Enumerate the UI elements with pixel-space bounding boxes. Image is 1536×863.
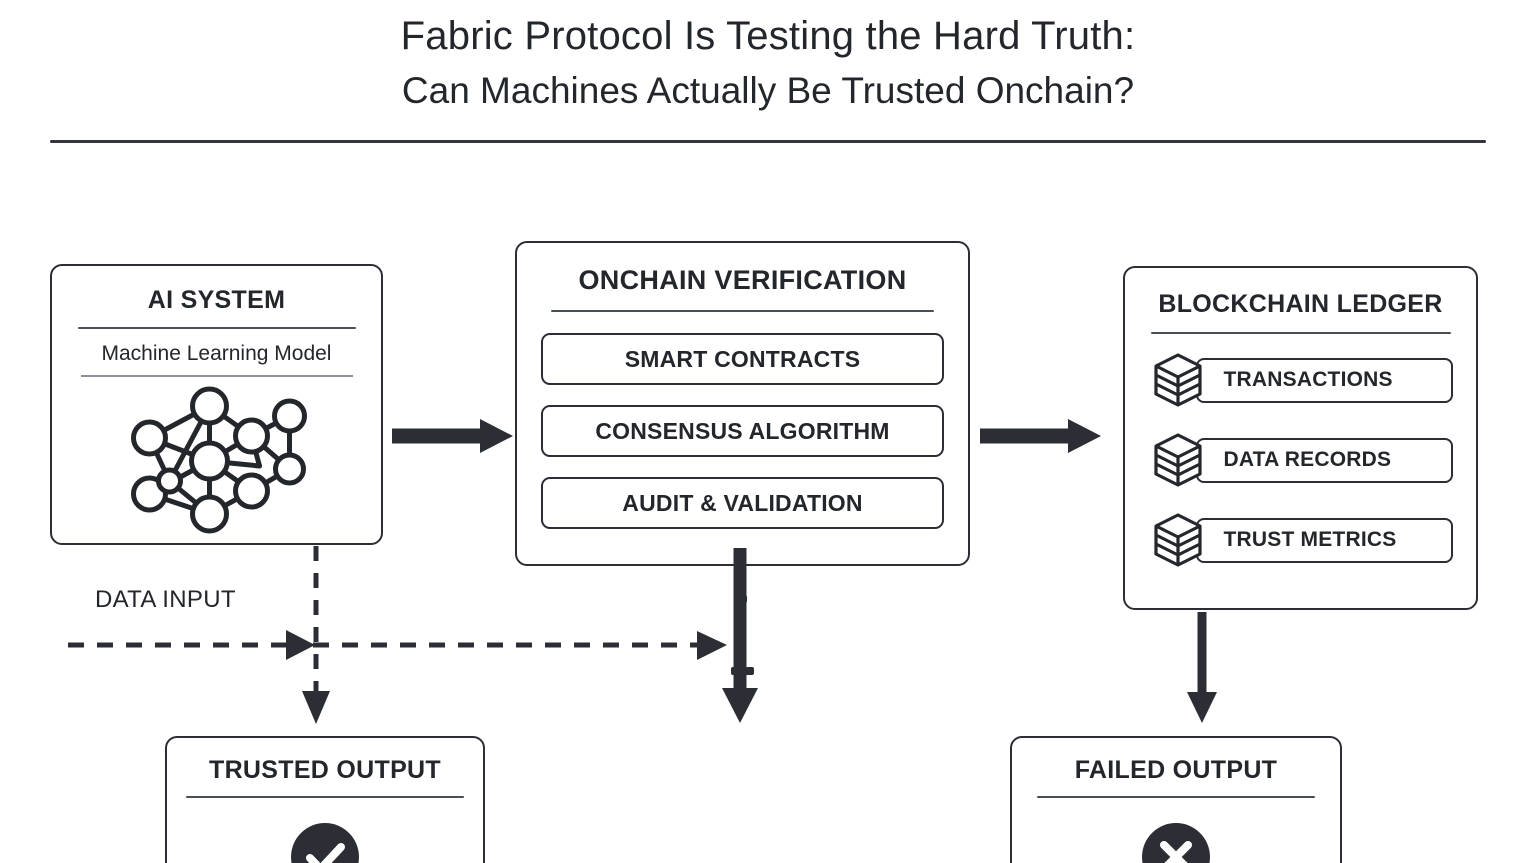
arrow-junction-to-verification xyxy=(313,631,727,660)
blockchain-ledger-card: BLOCKCHAIN LEDGER TRANSACTIONS xyxy=(1123,266,1478,610)
ai-system-title-divider xyxy=(77,327,356,329)
page-header: Fabric Protocol Is Testing the Hard Trut… xyxy=(0,0,1536,150)
onchain-verification-title: ONCHAIN VERIFICATION xyxy=(578,265,907,295)
arrow-onchain-to-ledger xyxy=(980,419,1101,453)
ledger-item-trust-metrics[interactable]: TRUST METRICS xyxy=(1149,511,1453,569)
ledger-item-pill: TRUST METRICS xyxy=(1195,517,1453,563)
connector-dot xyxy=(745,667,754,675)
ai-system-title: AI SYSTEM xyxy=(147,286,286,314)
neural-network-icon xyxy=(114,384,319,534)
page-title-line-1: Fabric Protocol Is Testing the Hard Trut… xyxy=(400,14,1136,58)
trusted-output-card: TRUSTED OUTPUT xyxy=(165,736,485,863)
onchain-step-consensus-algorithm[interactable]: CONSENSUS ALGORITHM xyxy=(541,405,944,457)
trusted-output-title-divider xyxy=(186,796,464,798)
onchain-step-audit-validation[interactable]: AUDIT & VALIDATION xyxy=(541,477,944,529)
failed-output-card: FAILED OUTPUT xyxy=(1010,736,1342,863)
failed-output-title-divider xyxy=(1037,796,1315,798)
arrow-ai-to-onchain xyxy=(392,419,513,453)
ai-system-subtitle-divider xyxy=(80,375,353,377)
arrow-ledger-down xyxy=(1187,612,1217,723)
ledger-item-data-records[interactable]: DATA RECORDS xyxy=(1149,431,1453,489)
ledger-item-pill: DATA RECORDS xyxy=(1195,437,1453,483)
onchain-step-smart-contracts[interactable]: SMART CONTRACTS xyxy=(541,333,944,385)
x-circle-icon xyxy=(1142,823,1210,863)
arrow-data-input xyxy=(68,630,315,660)
ledger-item-label: DATA RECORDS xyxy=(1223,448,1392,471)
ledger-item-pill: TRANSACTIONS xyxy=(1195,357,1453,403)
ai-system-subtitle: Machine Learning Model xyxy=(101,342,332,365)
check-circle-icon xyxy=(291,823,359,863)
onchain-step-label: SMART CONTRACTS xyxy=(624,345,861,372)
blockchain-ledger-title-divider xyxy=(1150,332,1451,334)
trusted-output-title: TRUSTED OUTPUT xyxy=(209,756,441,784)
ai-system-card: AI SYSTEM Machine Learning Model xyxy=(50,264,383,545)
header-divider xyxy=(50,140,1486,143)
blockchain-ledger-title: BLOCKCHAIN LEDGER xyxy=(1158,290,1443,318)
ledger-item-label: TRUST METRICS xyxy=(1223,528,1397,551)
data-input-label: DATA INPUT xyxy=(95,586,236,613)
arrow-ai-dashed-down xyxy=(302,546,330,724)
block-cube-icon xyxy=(1149,431,1207,489)
page-title-line-2: Can Machines Actually Be Trusted Onchain… xyxy=(401,70,1135,111)
arrow-onchain-down xyxy=(722,548,758,723)
block-cube-icon xyxy=(1149,351,1207,409)
block-cube-icon xyxy=(1149,511,1207,569)
onchain-verification-card: ONCHAIN VERIFICATION SMART CONTRACTS CON… xyxy=(515,241,970,675)
ledger-item-label: TRANSACTIONS xyxy=(1223,368,1393,391)
onchain-step-label: AUDIT & VALIDATION xyxy=(622,489,863,516)
failed-output-title: FAILED OUTPUT xyxy=(1074,756,1278,784)
onchain-step-label: CONSENSUS ALGORITHM xyxy=(595,417,890,444)
ledger-item-transactions[interactable]: TRANSACTIONS xyxy=(1149,351,1453,409)
onchain-verification-title-divider xyxy=(551,310,934,312)
